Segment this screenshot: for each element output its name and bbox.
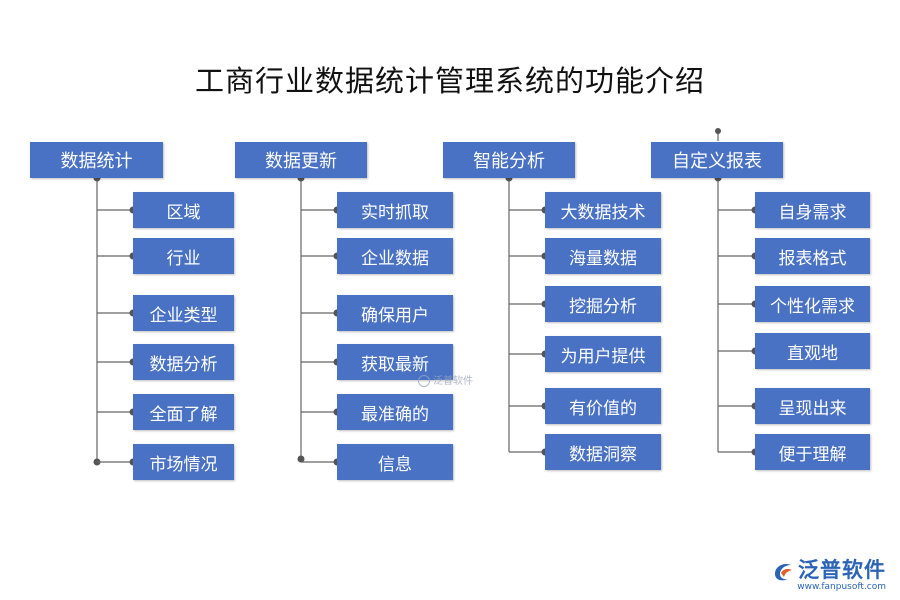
watermark-text: 泛普软件 bbox=[433, 376, 473, 387]
brand-logo-icon bbox=[775, 564, 792, 581]
leaf-box: 实时抓取 bbox=[337, 192, 453, 228]
connectors-col-1 bbox=[93, 174, 137, 466]
heading-data-update: 数据更新 bbox=[235, 142, 367, 178]
leaf-box: 市场情况 bbox=[133, 444, 234, 480]
connectors-col-3 bbox=[505, 174, 549, 456]
heading-smart-analysis: 智能分析 bbox=[443, 142, 575, 178]
leaf-box: 报表格式 bbox=[755, 238, 870, 274]
watermark: 泛普软件 bbox=[418, 372, 473, 387]
brand-logo: 泛普软件 www.fanpusoft.com bbox=[772, 554, 886, 592]
diagram-title: 工商行业数据统计管理系统的功能介绍 bbox=[194, 64, 705, 98]
leaf-box: 数据洞察 bbox=[545, 434, 661, 470]
brand-name: 泛普软件 bbox=[798, 558, 886, 582]
brand-url: www.fanpusoft.com bbox=[797, 582, 886, 592]
leaf-box: 信息 bbox=[337, 444, 453, 480]
leaf-box: 挖掘分析 bbox=[545, 286, 661, 322]
leaf-box: 为用户提供 bbox=[545, 336, 661, 372]
watermark-logo-icon bbox=[418, 375, 430, 387]
leaf-box: 全面了解 bbox=[133, 394, 234, 430]
leaf-box: 便于理解 bbox=[755, 434, 870, 470]
leaf-box: 企业类型 bbox=[133, 295, 234, 331]
leaf-box: 企业数据 bbox=[337, 238, 453, 274]
leaf-box: 自身需求 bbox=[755, 192, 870, 228]
leaf-box: 行业 bbox=[133, 238, 234, 274]
leaf-box: 大数据技术 bbox=[545, 192, 661, 228]
connectors-col-2 bbox=[297, 174, 341, 466]
leaf-box: 获取最新 bbox=[337, 344, 453, 380]
leaf-box: 确保用户 bbox=[337, 295, 453, 331]
leaf-box: 区域 bbox=[133, 192, 234, 228]
leaf-box: 个性化需求 bbox=[755, 286, 870, 322]
leaf-box: 呈现出来 bbox=[755, 388, 870, 424]
leaf-box: 直观地 bbox=[755, 333, 870, 369]
leaf-box: 数据分析 bbox=[133, 344, 234, 380]
heading-custom-report: 自定义报表 bbox=[651, 142, 783, 178]
heading-data-statistics: 数据统计 bbox=[30, 142, 163, 178]
leaf-box: 有价值的 bbox=[545, 388, 661, 424]
leaf-box: 海量数据 bbox=[545, 238, 661, 274]
leaf-box: 最准确的 bbox=[337, 394, 453, 430]
